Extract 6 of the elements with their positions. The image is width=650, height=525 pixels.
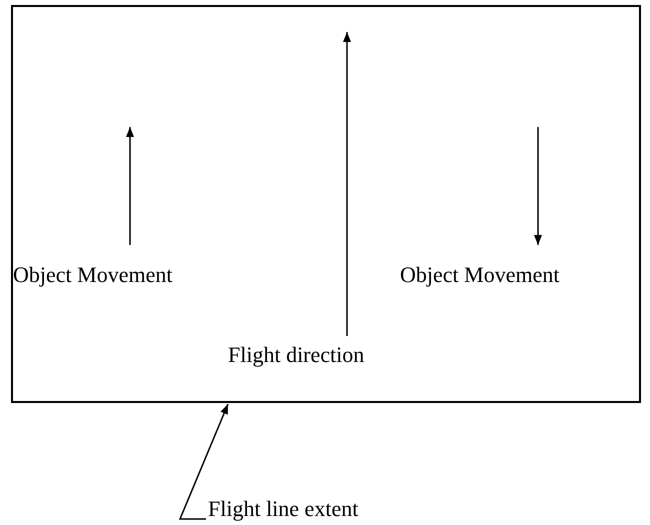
label-text: Flight direction — [228, 342, 364, 368]
frame-box — [11, 5, 641, 403]
label-text: Object Movement — [400, 262, 560, 288]
leader-line — [178, 404, 229, 520]
label-text: Object Movement — [13, 262, 172, 288]
caption-text: Flight line extent — [208, 496, 358, 522]
